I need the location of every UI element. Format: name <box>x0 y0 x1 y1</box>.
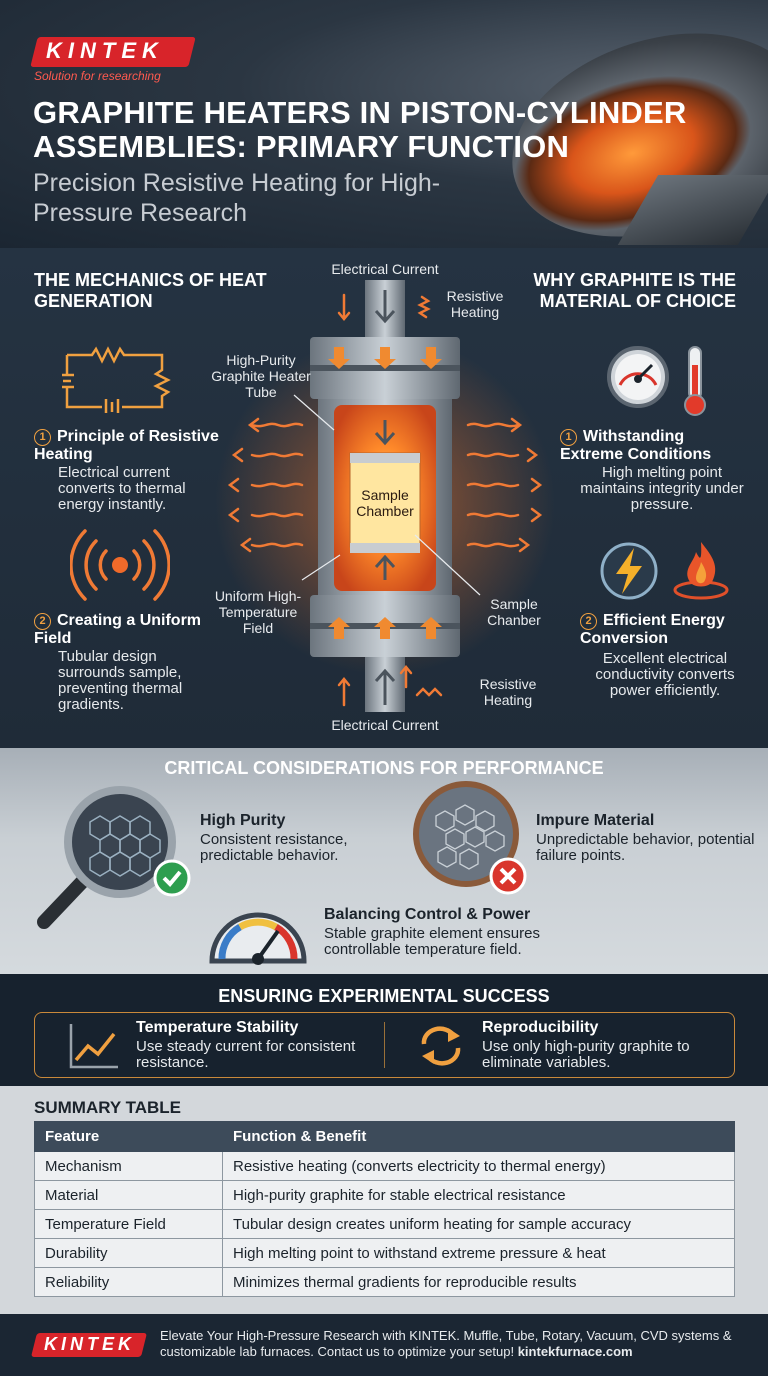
table-cell: Tubular design creates uniform heating f… <box>222 1209 735 1239</box>
table-cell: High-purity graphite for stable electric… <box>222 1180 735 1210</box>
table-row: Reliability Minimizes thermal gradients … <box>34 1267 735 1297</box>
success-item-2-text: Use only high-purity graphite to elimina… <box>482 1038 690 1071</box>
number-badge: 2 <box>34 613 51 630</box>
impure-material-icon <box>413 781 527 895</box>
success-item-reproducibility: Reproducibility Use only high-purity gra… <box>482 1019 728 1071</box>
flame-icon <box>673 542 729 600</box>
lightning-bolt-icon <box>600 542 658 600</box>
why-item-1-text: High melting point maintains integrity u… <box>580 464 744 513</box>
magnifier-icon <box>37 786 191 929</box>
success-item-stability: Temperature Stability Use steady current… <box>136 1019 376 1071</box>
label-heating-top: Resistive Heating <box>446 288 504 320</box>
page-subtitle: Precision Resistive Heating for High-Pre… <box>33 169 441 227</box>
number-badge: 1 <box>560 429 577 446</box>
footer-message: Elevate Your High-Pressure Research with… <box>160 1328 732 1359</box>
number-badge: 1 <box>34 429 51 446</box>
label-sample-chanber: Sample Chanber <box>487 596 541 628</box>
crit-item-impure: Impure Material Unpredictable behavior, … <box>536 812 756 864</box>
temperature-gauge-icon <box>209 912 307 965</box>
thermometer-icon <box>684 346 706 416</box>
label-current-top: Electrical Current <box>331 261 439 277</box>
table-cell: Reliability <box>34 1267 223 1297</box>
summary-title: SUMMARY TABLE <box>34 1098 182 1117</box>
summary-table: Feature Function & Benefit Mechanism Res… <box>34 1121 735 1297</box>
crit-item-1-text: Consistent resistance, predictable behav… <box>200 831 348 864</box>
refresh-icon <box>421 1026 461 1066</box>
label-current-bottom: Electrical Current <box>331 717 439 733</box>
table-cell: Temperature Field <box>34 1209 223 1239</box>
mech-item-2-text: Tubular design surrounds sample, prevent… <box>58 648 183 713</box>
radiating-waves-icon <box>70 529 170 601</box>
success-item-1-title: Temperature Stability <box>136 1019 299 1036</box>
table-row: Durability High melting point to withsta… <box>34 1238 735 1268</box>
label-uniform-field: Uniform High-Temperature Field <box>214 588 302 636</box>
footer-logo: KINTEK <box>44 1334 135 1354</box>
logo-tagline: Solution for researching <box>34 69 161 83</box>
trend-line-icon <box>69 1024 118 1069</box>
success-item-1-text: Use steady current for consistent resist… <box>136 1038 356 1071</box>
table-header-row: Feature Function & Benefit <box>34 1121 735 1152</box>
mechanics-title: THE MECHANICS OF HEAT GENERATION <box>34 270 267 311</box>
table-cell: Mechanism <box>34 1151 223 1181</box>
footer-link[interactable]: kintekfurnace.com <box>517 1344 633 1359</box>
table-row: Material High-purity graphite for stable… <box>34 1180 735 1210</box>
success-divider <box>384 1022 385 1068</box>
heater-assembly-diagram <box>215 280 555 712</box>
crit-item-balance: Balancing Control & Power Stable graphit… <box>324 906 584 958</box>
mech-item-1-title: Principle of Resistive Heating <box>34 428 219 463</box>
table-header-cell: Function & Benefit <box>222 1121 735 1152</box>
why-item-2-title: Efficient Energy Conversion <box>580 612 725 647</box>
table-cell: High melting point to withstand extreme … <box>222 1238 735 1268</box>
table-row: Mechanism Resistive heating (converts el… <box>34 1151 735 1181</box>
footer-text: Elevate Your High-Pressure Research with… <box>160 1328 760 1360</box>
crit-item-2-title: Impure Material <box>536 812 655 829</box>
why-item-1-title: Withstanding Extreme Conditions <box>560 428 712 463</box>
table-cell: Durability <box>34 1238 223 1268</box>
crit-item-1-title: High Purity <box>200 812 286 829</box>
success-box <box>34 1012 735 1078</box>
table-row: Temperature Field Tubular design creates… <box>34 1209 735 1239</box>
why-item-2-text: Excellent electrical conductivity conver… <box>595 650 735 699</box>
page-title: GRAPHITE HEATERS IN PISTON-CYLINDER ASSE… <box>33 95 687 164</box>
crit-item-3-text: Stable graphite element ensures controll… <box>324 925 540 958</box>
label-heater-tube: High-Purity Graphite Heater Tube <box>211 352 311 400</box>
table-cell: Material <box>34 1180 223 1210</box>
table-header-cell: Feature <box>34 1121 223 1152</box>
crit-item-high-purity: High Purity Consistent resistance, predi… <box>200 812 400 864</box>
table-cell: Minimizes thermal gradients for reproduc… <box>222 1267 735 1297</box>
number-badge: 2 <box>580 613 597 630</box>
label-heating-bottom: Resistive Heating <box>479 676 537 708</box>
critical-title: CRITICAL CONSIDERATIONS FOR PERFORMANCE <box>164 758 604 778</box>
label-sample-chamber: Sample Chamber <box>356 487 414 519</box>
mech-item-2-title: Creating a Uniform Field <box>34 612 202 647</box>
crit-item-2-text: Unpredictable behavior, potential failur… <box>536 831 755 864</box>
success-title: ENSURING EXPERIMENTAL SUCCESS <box>218 986 550 1006</box>
success-item-2-title: Reproducibility <box>482 1019 599 1036</box>
circuit-icon <box>62 346 171 413</box>
table-cell: Resistive heating (converts electricity … <box>222 1151 735 1181</box>
crit-item-3-title: Balancing Control & Power <box>324 906 531 923</box>
logo: KINTEK <box>46 38 164 63</box>
why-graphite-title: WHY GRAPHITE IS THE MATERIAL OF CHOICE <box>533 270 736 311</box>
pressure-gauge-icon <box>607 346 669 408</box>
mech-item-1-text: Electrical current converts to thermal e… <box>58 464 186 513</box>
